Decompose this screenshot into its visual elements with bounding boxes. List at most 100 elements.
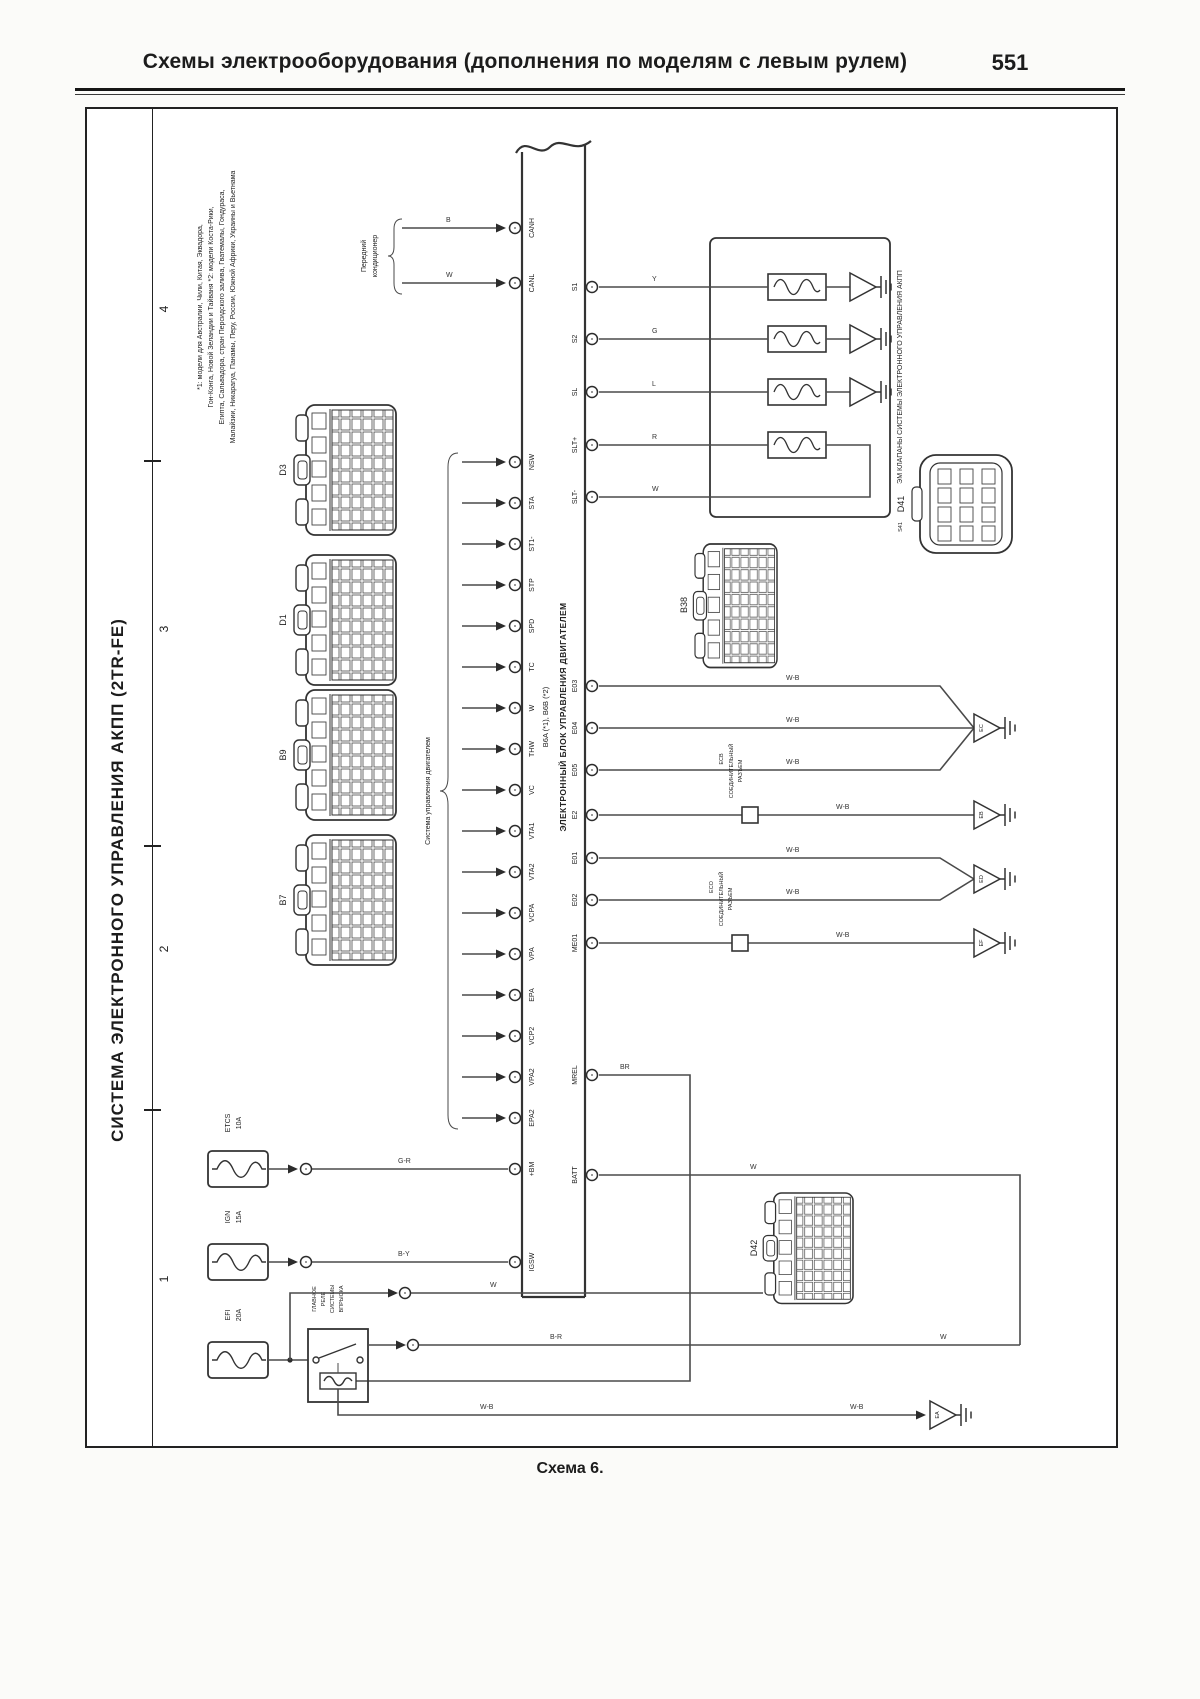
junction-label: СОЕДИНИТЕЛЬНЫЙ	[717, 872, 725, 926]
ground-icon	[849, 377, 892, 407]
ecu-pin-label: E03	[572, 680, 579, 693]
ground-id: ED	[979, 875, 985, 883]
connector-id: D1	[278, 614, 288, 626]
ecu-pin-label: CANL	[529, 274, 536, 293]
fuse-name: EFI	[225, 1310, 232, 1321]
pin-circles	[508, 455, 522, 1125]
relay-label: ГЛАВНОЕ	[312, 1286, 318, 1312]
header-rule-thin	[75, 94, 1125, 95]
wire-color: Y	[652, 276, 657, 283]
ecu-connector-ids: B6A (*1), B6B (*2)	[541, 686, 550, 747]
wire-color: W-B	[786, 847, 800, 854]
ground-id: EF	[979, 939, 985, 947]
fuse-rating: 20A	[236, 1308, 243, 1321]
ecu-pin-label: VC	[529, 785, 536, 795]
connector-id: B9	[278, 749, 288, 760]
connector-D41: D41	[896, 454, 1013, 554]
wire-color: B-R	[550, 1334, 562, 1341]
footnote-line: *1: модели для Австралии, Чили, Китая, Э…	[197, 224, 204, 390]
ecu-pin-label: S2	[572, 335, 579, 344]
fuse-name: IGN	[225, 1211, 232, 1223]
ecu-pin-label: VPA	[529, 947, 536, 961]
connector-id: B38	[679, 597, 689, 613]
figure-caption: Схема 6.	[536, 1460, 604, 1477]
wire-color: L	[652, 381, 656, 388]
wire-color: R	[652, 434, 657, 441]
wire-color: W-B	[850, 1404, 864, 1411]
ecu-pin-label: IGSW	[529, 1252, 536, 1271]
ecu-pin-label: TC	[529, 662, 536, 671]
connector-id: B7	[278, 894, 288, 905]
junction-label: РАЗЪЕМ	[738, 759, 744, 782]
ecu-pin-label: STP	[529, 578, 536, 592]
arrow-icon	[496, 223, 506, 233]
solenoid-box-id: S41	[898, 522, 904, 532]
ecu-pin-label: NSW	[529, 453, 536, 470]
ecu-pin-label: SL	[572, 388, 579, 397]
connector-id: D42	[749, 1240, 759, 1257]
junction-connector-1: ECB СОЕДИНИТЕЛЬНЫЙ РАЗЪЕМ	[719, 744, 759, 824]
ecu-pin-label: VCP2	[529, 1027, 536, 1045]
junction-id: ECB	[719, 753, 725, 765]
junction-label: РАЗЪЕМ	[728, 887, 734, 910]
sidebar-divider	[152, 109, 153, 1446]
front-connector-label: кондиционер	[372, 235, 379, 277]
ecu-pin-label: VTA1	[529, 822, 536, 839]
footnote-line: Египта, Сальвадора, стран Персидского за…	[219, 189, 226, 424]
solenoid-box-label: ЭМ КЛАПАНЫ СИСТЕМЫ ЭЛЕКТРОННОГО УПРАВЛЕН…	[897, 270, 904, 484]
ground-id: EB	[979, 811, 985, 819]
relay-label: ВПРЫСКА	[339, 1285, 345, 1312]
relay-label: СИСТЕМЫ	[330, 1285, 336, 1313]
arrow-icons	[496, 457, 506, 1123]
brace-label: Система управления двигателем	[425, 737, 432, 845]
fuse-IGN: IGN 15A IGSW B-Y	[207, 1210, 536, 1281]
ecu-pin-label: VPA2	[529, 1068, 536, 1085]
footnote-line: Гон-Конга, Новой Зеландии и Тайваня *2: …	[207, 206, 215, 407]
ecu-pin-label: +BM	[529, 1162, 536, 1177]
pin-circle	[508, 276, 522, 290]
connector-B9: B9	[278, 689, 397, 821]
wire-color: B	[446, 217, 451, 224]
footnote-block: *1: модели для Австралии, Чили, Китая, Э…	[197, 170, 237, 443]
page-number: 551	[991, 50, 1029, 75]
ecu-pin-label: SLT-	[572, 489, 579, 504]
page-title: Схемы электрооборудования (дополнения по…	[142, 50, 908, 73]
wire-color: W-B	[836, 932, 850, 939]
ground-id: EC	[979, 724, 985, 732]
wire-color: W-B	[480, 1404, 494, 1411]
wire-color: W-B	[786, 675, 800, 682]
header-rule	[75, 88, 1125, 91]
wire-color: W	[940, 1334, 947, 1341]
ecu-pin-label: SLT+	[572, 437, 579, 453]
ecu-pin-label: STA	[529, 496, 536, 509]
ecu-pin-label: THW	[529, 741, 536, 757]
diagram-frame: СИСТЕМА ЭЛЕКТРОННОГО УПРАВЛЕНИЯ АКПП (2T…	[85, 107, 1118, 1448]
ecu-pin-label: EPA2	[529, 1109, 536, 1126]
can-input-group: Передний кондиционер CANH B CANL W	[360, 217, 536, 295]
connector-B7: B7	[278, 834, 397, 966]
ecu-pin-label: E05	[572, 764, 579, 777]
connector-D1: D1	[278, 554, 397, 686]
battery-feed-wires: W B-R W EA W-B W-B	[289, 1282, 1020, 1430]
solenoid-icon	[767, 431, 827, 459]
connector-D3: D3	[278, 404, 397, 536]
fuse-ETCS: ETCS 10A +BM G-R	[207, 1113, 536, 1188]
diagram-title: СИСТЕМА ЭЛЕКТРОННОГО УПРАВЛЕНИЯ АКПП (2T…	[108, 618, 127, 1142]
wire-color: W	[750, 1164, 757, 1171]
junction-id: ECO	[709, 880, 715, 893]
relay-label: РЕЛЕ	[321, 1291, 327, 1306]
ground-id: EA	[935, 1411, 941, 1419]
solenoid-icon	[767, 273, 827, 301]
wire-color: W	[446, 272, 453, 279]
section-tick	[144, 845, 161, 847]
front-brace	[387, 218, 403, 295]
ecu-ground-wires: E03 E04 E05 E2 E01 E02 ME01 W-B W-B W-B …	[572, 675, 1016, 958]
fuse-rating: 10A	[236, 1116, 243, 1129]
ecu-pin-label: E02	[572, 894, 579, 907]
solenoid-icon	[767, 378, 827, 406]
ecu-pin-label: E01	[572, 852, 579, 865]
wire-color: W-B	[786, 759, 800, 766]
solenoid-valve-box: S41 ЭМ КЛАПАНЫ СИСТЕМЫ ЭЛЕКТРОННОГО УПРА…	[599, 237, 904, 532]
ecu-pin-label: VCPA	[529, 903, 536, 922]
